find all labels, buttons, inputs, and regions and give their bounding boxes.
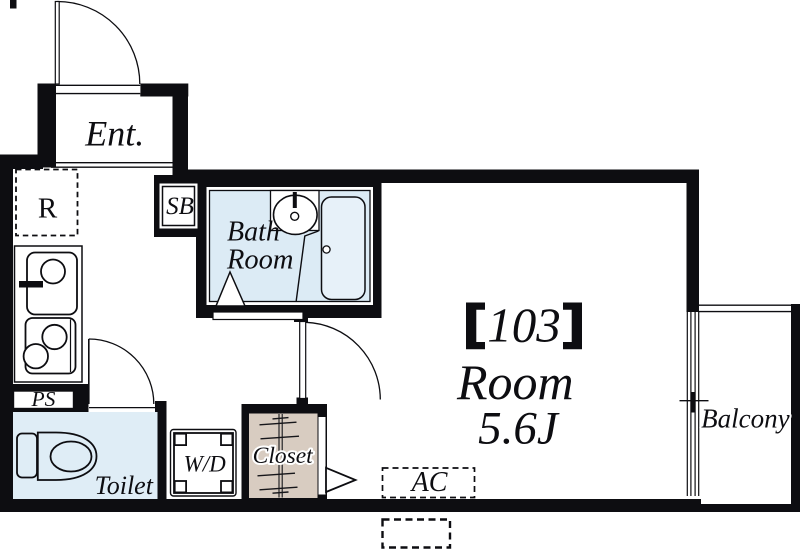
wd-corner-br [220,480,234,494]
window-center-mark-v [690,392,695,413]
bath-label-line1: Bath [227,217,280,248]
balcony: Balcony [679,304,792,496]
kitchen-burner2-icon [22,343,49,370]
bath-partition-line [295,230,319,302]
closet-door-slit [318,417,326,495]
ps-label: PS [31,387,56,411]
bath-sink-drain-icon [290,211,300,222]
bathtub-drain-icon [322,245,331,254]
ent-door-opening [56,84,141,94]
refrigerator-label: R [38,192,58,224]
wd-corner-tr [220,432,234,447]
closet: Closet [249,413,358,498]
closet-hanger-lines [278,414,283,498]
wall-right [686,169,699,312]
bath-threshold [212,311,304,321]
closet-door-triangle-icon [325,466,358,494]
wall-balcony-bottom [699,504,800,512]
wall-left [0,160,13,512]
ent-door-leaf [54,0,60,85]
air-conditioner: AC [381,467,476,549]
wall-bottom [0,499,701,512]
room-size: 5.6J [478,403,560,455]
toilet-label: Toilet [95,471,154,500]
ent-label: Ent. [84,114,144,154]
bath-door-triangle-icon [214,270,247,307]
main-door-arc [305,321,381,400]
main-room-door [299,320,381,400]
wd-corner-tl [173,432,187,447]
refrigerator-space: R [15,168,79,237]
wd-label: W/D [184,451,227,476]
closet-label: Closet [253,443,314,469]
room-number: 103 [487,298,561,353]
toilet-seat-icon [49,440,93,473]
ac-label: AC [410,467,448,498]
room-name: Room [456,354,574,410]
sb-inner-box [161,185,196,227]
wall-top-left-stub [10,0,17,9]
bathtub [320,196,366,301]
room-number-bracket-left-icon [466,302,485,350]
ent-door-arc [57,0,141,85]
toilet-door-arc [88,338,155,405]
toilet-room: Toilet [13,338,158,500]
kitchen [13,245,83,383]
wall-balcony-right [791,304,800,512]
ac-outdoor-dashed-box [381,518,452,549]
main-door-leaf [299,320,307,400]
ac-dashed-box [381,467,476,499]
bathroom: Bath Room [206,187,373,321]
refrigerator-dashed-box [15,168,79,237]
ps-box [12,390,75,410]
wall-ent-right [172,83,188,184]
toilet-door-opening [89,401,155,412]
balcony-label: Balcony [701,404,789,434]
bath-label-line2: Room [226,245,294,276]
pipe-space: PS [12,387,75,411]
sb-label: SB [166,193,194,220]
room-label: 103 Room 5.6J [456,298,582,455]
wall-ent-left-jamb [37,83,56,168]
kitchen-burner1-icon [41,323,68,351]
closet-shelf-lines [257,416,300,494]
toilet-bowl-icon [36,431,98,481]
kitchen-faucet-icon [19,281,43,288]
bath-faucet-icon [292,192,297,208]
entrance: Ent. [51,0,174,168]
wall-toilet-right [155,401,167,499]
washer-dryer: W/D [169,428,237,497]
kitchen-sink-bowl-icon [40,258,66,285]
shoe-box: SB [159,183,198,229]
wall-main-door-bottom-jamb [296,397,308,407]
room-number-bracket-right-icon [563,302,582,350]
wd-corner-bl [173,480,187,494]
closet-fill [249,413,318,498]
